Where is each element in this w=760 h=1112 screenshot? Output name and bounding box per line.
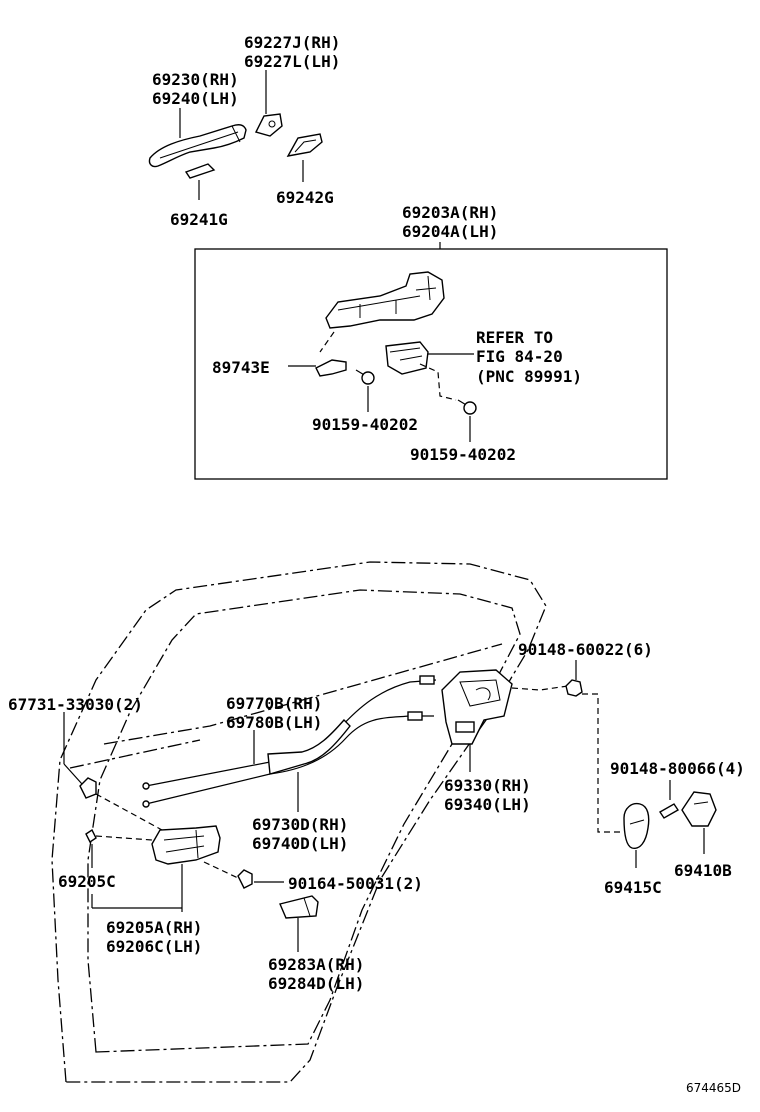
refer-line-3: (PNC 89991) xyxy=(476,367,582,386)
gasket-69242g xyxy=(286,133,323,157)
bolt-90159-b xyxy=(457,399,477,415)
assembly-box xyxy=(194,248,668,480)
label-67731: 67731-33030(2) xyxy=(8,695,143,714)
label-69730d: 69730D(RH) xyxy=(252,815,348,834)
label-90148-80066: 90148-80066(4) xyxy=(610,759,745,778)
label-69283a: 69283A(RH) xyxy=(268,955,364,974)
label-69206c: 69206C(LH) xyxy=(106,937,202,956)
label-69230: 69230(RH) xyxy=(152,70,239,89)
label-69204a: 69204A(LH) xyxy=(402,222,498,241)
inside-handle-69205a xyxy=(151,825,221,865)
bolt-90148-80066 xyxy=(659,803,679,819)
bolt-90159-a xyxy=(355,369,375,385)
lock-cylinder-part xyxy=(385,341,429,375)
cover-69283a xyxy=(279,895,319,952)
label-90164: 90164-50031(2) xyxy=(288,874,423,893)
label-69227l: 69227L(LH) xyxy=(244,52,340,71)
outside-handle-group xyxy=(148,70,323,200)
handle-cap-69241g xyxy=(184,163,216,179)
label-69205c: 69205C xyxy=(58,872,116,891)
label-69203a: 69203A(RH) xyxy=(402,203,498,222)
cable-group xyxy=(142,675,437,812)
outside-handle-labels: 69227J(RH) 69227L(LH) 69230(RH) 69240(LH… xyxy=(152,33,340,229)
striker-cover-69415c xyxy=(623,802,650,849)
label-90159-a: 90159-40202 xyxy=(312,415,418,434)
door-outline-group xyxy=(51,561,547,1083)
label-69284d: 69284D(LH) xyxy=(268,974,364,993)
frame-assembly-group: 69203A(RH) 69204A(LH) 89743E REFER TO FI… xyxy=(194,203,668,480)
door-outline xyxy=(51,561,547,1083)
clip-69205c xyxy=(85,828,97,844)
figure-id: 674465D xyxy=(686,1081,741,1095)
label-69241g: 69241G xyxy=(170,210,228,229)
cable-sheath-69730d xyxy=(267,718,351,775)
label-69740d: 69740D(LH) xyxy=(252,834,348,853)
label-69242g: 69242G xyxy=(276,188,334,207)
label-69205a: 69205A(RH) xyxy=(106,918,202,937)
inside-handle-group xyxy=(85,825,284,912)
screw-90148-60022 xyxy=(565,660,583,697)
label-69410b: 69410B xyxy=(674,861,732,880)
label-69340: 69340(LH) xyxy=(444,795,531,814)
label-89743e: 89743E xyxy=(212,358,270,377)
refer-line-1: REFER TO xyxy=(476,328,553,347)
striker-69410b xyxy=(681,791,717,827)
label-90148-60022: 90148-60022(6) xyxy=(518,640,653,659)
handle-frame-assembly xyxy=(325,271,445,329)
label-69780b: 69780B(LH) xyxy=(226,713,322,732)
door-inner-outline xyxy=(87,589,521,1053)
label-69770b: 69770B(RH) xyxy=(226,694,322,713)
label-90159-b: 90159-40202 xyxy=(410,445,516,464)
refer-line-2: FIG 84-20 xyxy=(476,347,563,366)
label-69240: 69240(LH) xyxy=(152,89,239,108)
label-69415c: 69415C xyxy=(604,878,662,897)
label-69330: 69330(RH) xyxy=(444,776,531,795)
label-69227j: 69227J(RH) xyxy=(244,33,340,52)
clip-67731 xyxy=(63,712,97,799)
cable-69780b xyxy=(145,715,434,805)
screw-90164-50031 xyxy=(203,861,284,889)
striker-group xyxy=(582,693,717,868)
bracket-89743e xyxy=(315,359,347,377)
door-lock-group xyxy=(441,669,569,772)
lower-labels: 90148-60022(6) 67731-33030(2) 69770B(RH)… xyxy=(8,640,745,993)
